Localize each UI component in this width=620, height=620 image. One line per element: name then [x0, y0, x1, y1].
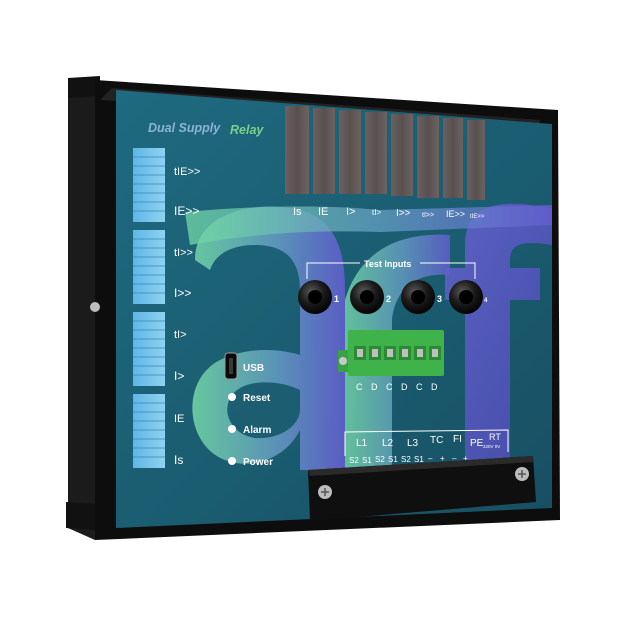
dip-label: Is [174, 453, 183, 467]
pin-label: D [431, 382, 438, 392]
socket-number: 3 [437, 294, 442, 304]
terminal-label: L2 [382, 438, 394, 449]
top-label: tI>> [422, 212, 434, 219]
dip-switch-bank[interactable] [133, 394, 165, 468]
pin-label: C [416, 382, 423, 392]
top-label: IE>> [446, 209, 465, 219]
dip-switch-bank[interactable] [133, 148, 165, 222]
alarm-label: Alarm [243, 425, 271, 436]
dip-labels: tIE>> IE>> tI>> I>> tI> I> IE Is [174, 166, 200, 467]
terminal-sublabel: S2 [349, 456, 359, 465]
terminal-sublabel: S2 [401, 455, 411, 464]
terminal-bottom-labels: S2 S1 S2 S1 S2 S1 – + – + [349, 454, 468, 465]
device-title-part2: Relay [230, 123, 264, 137]
terminal-label: TC [430, 435, 443, 446]
connector-pin-labels: C D C D C D [356, 382, 438, 392]
reset-label: Reset [243, 393, 271, 404]
dip-label: I> [174, 369, 184, 383]
pin-label: D [371, 382, 378, 392]
terminal-bracket [344, 429, 509, 456]
dip-switch-bank[interactable] [133, 230, 165, 304]
terminal-sublabel: S1 [388, 455, 398, 464]
terminal-label: PE [470, 438, 484, 449]
dip-label: tIE>> [174, 166, 200, 178]
test-inputs-group: Test Inputs [306, 259, 476, 279]
dip-label: tI>> [174, 247, 193, 259]
alarm-led-icon [228, 425, 236, 433]
top-strips [285, 106, 485, 200]
dip-switch-column [133, 148, 165, 468]
power-led-icon [228, 457, 236, 465]
top-label: I>> [396, 208, 411, 219]
terminal-sublabel: S1 [362, 456, 372, 465]
top-label: Is [293, 206, 302, 218]
socket-number: 4 [484, 298, 488, 304]
terminal-label: L3 [407, 438, 419, 449]
terminal-sublabel: S1 [414, 455, 424, 464]
usb-label: USB [243, 363, 264, 374]
test-inputs-label: Test Inputs [364, 259, 411, 269]
terminal-cover-plate[interactable] [308, 456, 536, 521]
terminal-label: RT [489, 432, 501, 442]
test-sockets: 1 2 3 4 [298, 280, 488, 314]
dip-label: IE>> [174, 204, 199, 218]
power-label: Power [243, 457, 273, 468]
terminal-label: FI [453, 434, 462, 445]
socket-number: 2 [386, 294, 391, 304]
terminal-sublabel: + [440, 454, 445, 463]
dip-label: tI> [174, 329, 187, 341]
terminal-top-labels: L1 L2 L3 TC FI PE RT 220V 0V [356, 432, 501, 449]
top-label: IE [318, 206, 328, 218]
green-terminal-connector[interactable] [338, 330, 444, 376]
rt-note: 220V 0V [483, 444, 500, 449]
top-label: tI> [372, 208, 381, 217]
device-title-part1: Dual Supply [148, 121, 221, 135]
terminal-sublabel: – [452, 454, 457, 463]
terminal-sublabel: – [428, 454, 433, 463]
pin-label: C [356, 382, 363, 392]
pin-label: C [386, 382, 393, 392]
side-screw-icon [90, 302, 100, 312]
top-label: I> [346, 206, 355, 218]
terminal-sublabel: + [463, 454, 468, 463]
dip-label: I>> [174, 286, 191, 300]
reset-led-icon [228, 393, 236, 401]
terminal-sublabel: S2 [375, 455, 385, 464]
top-label: tIE>> [470, 214, 485, 220]
usb-port[interactable] [224, 352, 238, 380]
dip-label: IE [174, 413, 184, 425]
pin-label: D [401, 382, 408, 392]
socket-number: 1 [334, 294, 339, 304]
top-labels: Is IE I> tI> I>> tI>> IE>> tIE>> [293, 206, 485, 220]
dip-switch-bank[interactable] [133, 312, 165, 386]
terminal-label: L1 [356, 438, 368, 449]
